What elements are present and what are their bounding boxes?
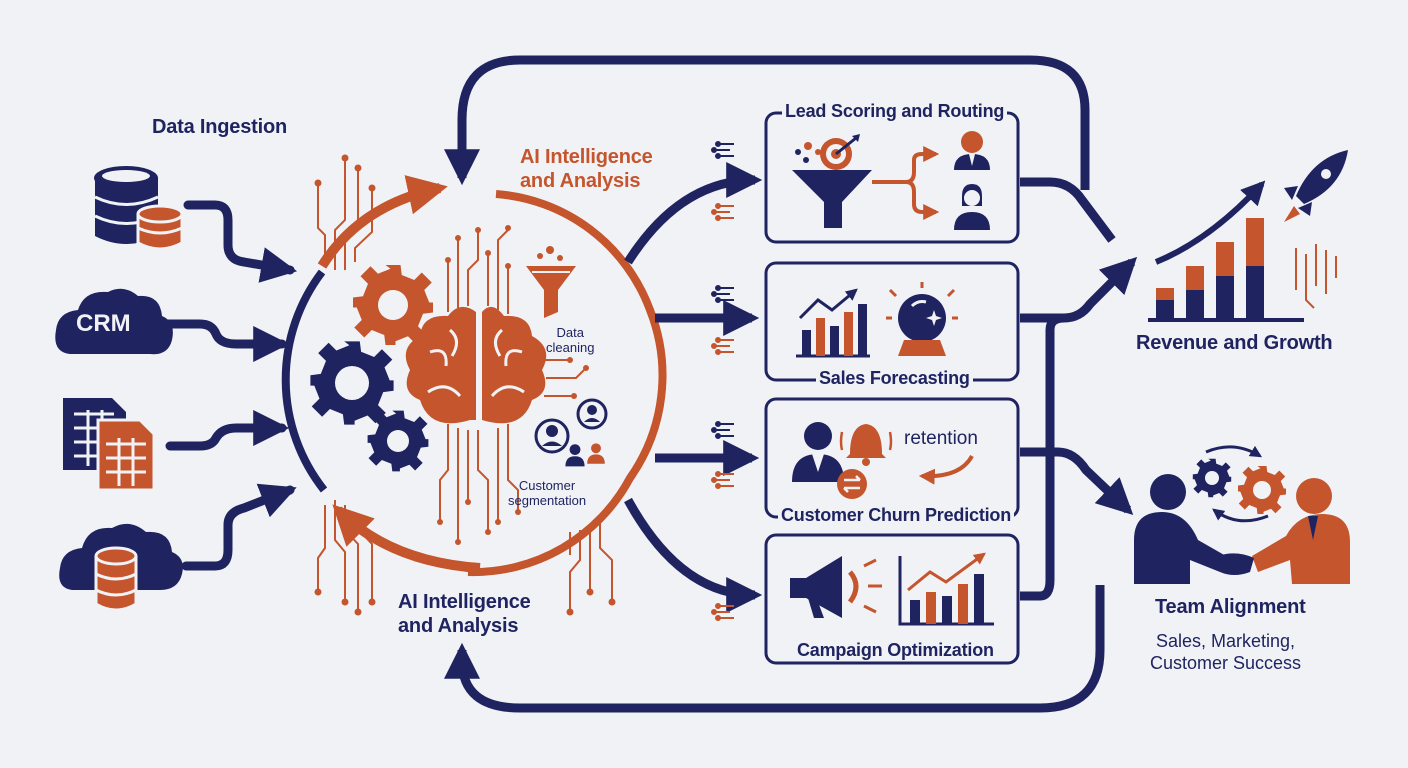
target-icon <box>820 134 860 170</box>
cycle-arrows <box>1205 445 1269 523</box>
customer-segmentation-label: Customer segmentation <box>508 478 587 508</box>
module-arrows <box>624 162 763 613</box>
retention-label: retention <box>904 428 978 449</box>
swap-icon <box>837 469 867 499</box>
gear-icon <box>1192 458 1232 498</box>
hub-ring <box>281 175 667 577</box>
feedback-loops <box>444 55 1105 713</box>
hub-ring-bottom-arrow <box>332 504 481 573</box>
arrow-crm-to-hub <box>163 319 290 362</box>
arrow-spreadsheet-to-hub <box>165 410 290 451</box>
database-icon <box>94 166 184 251</box>
growth-chart-icon <box>898 552 994 626</box>
lead-funnel-icon <box>792 142 872 228</box>
gear-icon <box>367 410 429 472</box>
crystal-ball-icon <box>886 282 958 356</box>
cloud-database-icon <box>59 523 183 612</box>
module-box-campaign <box>764 533 1020 665</box>
crm-label: CRM <box>76 310 131 337</box>
revenue-growth-title: Revenue and Growth <box>1136 332 1333 354</box>
gear-icon <box>310 341 394 425</box>
crm-cloud-icon <box>55 288 173 355</box>
spreadsheet-icon <box>63 398 156 492</box>
ingestion-arrows <box>163 200 298 571</box>
gear-icon <box>353 265 433 345</box>
campaign-optimization-title: Campaign Optimization <box>794 640 997 661</box>
bell-icon <box>839 424 893 466</box>
brain-icon <box>405 306 547 424</box>
funnel-icon <box>526 246 576 318</box>
brain-circuit-nodes <box>437 225 589 545</box>
arrow-cloud-to-hub <box>181 483 297 571</box>
retention-arrow <box>918 454 974 485</box>
circuit-nodes <box>314 154 616 616</box>
customer-icon <box>792 422 844 482</box>
revenue-chart-icon <box>1148 180 1304 322</box>
outcome-arrows <box>1020 177 1138 601</box>
churn-prediction-title: Customer Churn Prediction <box>778 505 1015 526</box>
brain-circuits <box>439 229 585 540</box>
feedback-loop-bottom <box>444 585 1105 713</box>
circuit-traces <box>1295 244 1337 309</box>
team-alignment-subtitle: Sales, Marketing, Customer Success <box>1150 631 1302 673</box>
data-ingestion-title: Data Ingestion <box>152 116 287 138</box>
sales-rep-icon <box>954 184 990 230</box>
data-cleaning-label: Data cleaning <box>546 325 595 355</box>
rocket-icon <box>1284 150 1348 222</box>
megaphone-icon <box>790 556 882 618</box>
circuit-traces <box>317 160 613 610</box>
feedback-loop-top <box>444 55 1090 190</box>
hub-title-bottom: AI Intelligence and Analysis <box>398 591 531 637</box>
lead-scoring-title: Lead Scoring and Routing <box>782 101 1008 122</box>
sales-forecasting-title: Sales Forecasting <box>816 368 973 389</box>
circuit-glyphs <box>710 140 735 622</box>
module-box-forecast <box>764 261 1020 382</box>
sales-rep-icon <box>954 131 990 170</box>
hub-ring-left <box>281 269 328 493</box>
routing-arrows <box>872 146 940 220</box>
hub-ring-top-arrow <box>317 175 448 269</box>
hub-title-top: AI Intelligence and Analysis <box>520 146 653 192</box>
gear-icon <box>1238 466 1286 514</box>
team-alignment-title: Team Alignment <box>1155 596 1306 618</box>
customer-segmentation-icon <box>534 398 608 467</box>
arrow-database-to-hub <box>183 200 298 283</box>
bar-chart-icon <box>796 288 870 358</box>
handshake-icon <box>1134 474 1350 584</box>
